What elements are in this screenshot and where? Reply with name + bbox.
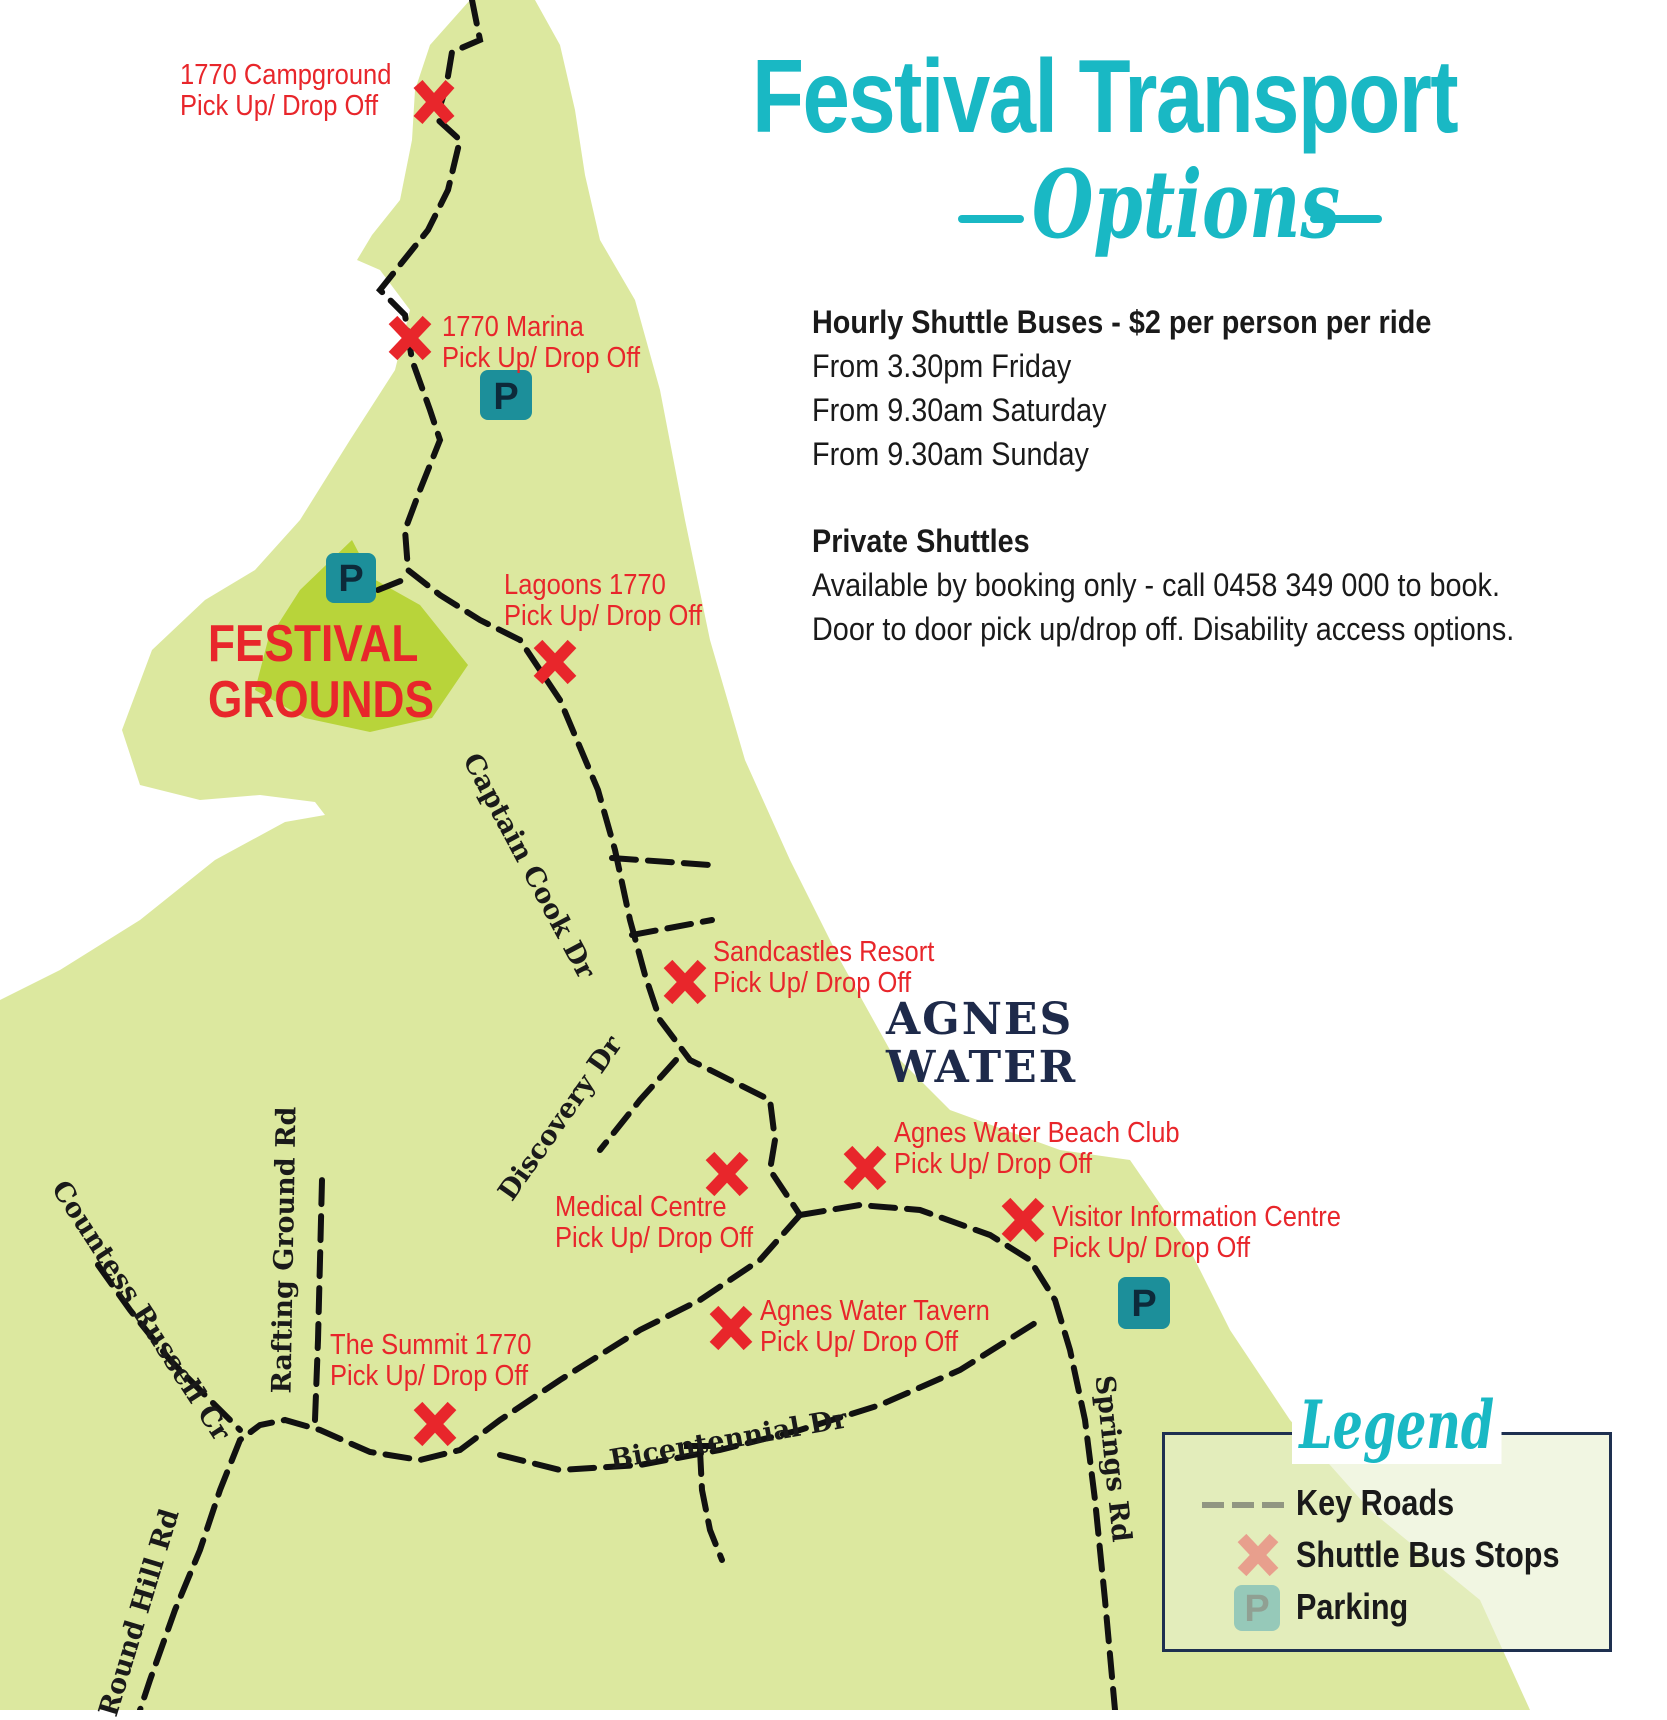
stop-name: Lagoons 1770 [504,569,666,601]
stop-marker-campground [413,80,455,124]
stop-detail: Pick Up/ Drop Off [180,90,379,122]
stop-label-summit: The Summit 1770 Pick Up/ Drop Off [330,1330,531,1392]
subtitle-dash-right [1310,215,1382,223]
town-label: AGNES WATER [886,996,1077,1092]
festival-grounds-line: FESTIVAL [208,615,419,673]
stop-name: The Summit 1770 [330,1329,532,1361]
road-bicentennial-east [497,1317,1043,1474]
parking-marker-festival [326,553,376,603]
festival-grounds-line: GROUNDS [208,671,434,729]
festival-grounds-label: FESTIVAL GROUNDS [208,616,434,728]
road-rafting-ground [312,1177,325,1423]
stop-label-beach-club: Agnes Water Beach Club Pick Up/ Drop Off [894,1118,1180,1180]
road-bicentennial-south [137,1212,803,1710]
road-discovery [597,1057,679,1153]
stop-label-visitor: Visitor Information Centre Pick Up/ Drop… [1052,1202,1341,1264]
private-heading: Private Shuttles [812,523,1030,559]
hourly-heading: Hourly Shuttle Buses - $2 per person per… [812,304,1432,340]
hourly-time: From 9.30am Sunday [812,436,1089,472]
stop-name: Agnes Water Tavern [760,1295,990,1327]
map-title: Festival Transport [752,39,1459,155]
stop-name: Agnes Water Beach Club [894,1117,1180,1149]
parking-marker-marina [480,370,532,420]
stop-marker-sandcastles [663,959,707,1005]
stop-detail: Pick Up/ Drop Off [894,1148,1093,1180]
parking-letter: P [338,558,363,600]
stop-label-marina: 1770 Marina Pick Up/ Drop Off [442,312,640,374]
stop-name: 1770 Campground [180,59,392,91]
legend-shuttle-stops: Shuttle Bus Stops [1296,1534,1560,1575]
stop-name: 1770 Marina [442,311,584,343]
town-label-line: AGNES [886,994,1074,1045]
legend-parking: Parking [1296,1586,1409,1627]
stop-marker-tavern [709,1305,753,1351]
stop-marker-medical [705,1151,749,1197]
subtitle-dash-left [958,215,1024,223]
stop-detail: Pick Up/ Drop Off [442,342,641,374]
stop-name: Medical Centre [555,1191,727,1223]
stop-marker-lagoons [533,639,577,685]
stop-marker-summit [413,1401,457,1447]
stop-name: Sandcastles Resort [713,936,935,968]
festival-grounds-area [255,540,468,732]
parking-letter: P [1131,1283,1156,1325]
stop-detail: Pick Up/ Drop Off [1052,1232,1251,1264]
parking-marker-visitor [1118,1277,1170,1329]
road-festival-spur [375,575,411,593]
stop-detail: Pick Up/ Drop Off [713,967,912,999]
stop-label-sandcastles: Sandcastles Resort Pick Up/ Drop Off [713,937,934,999]
stop-name: Visitor Information Centre [1052,1201,1341,1233]
stop-detail: Pick Up/ Drop Off [330,1360,529,1392]
town-label-line: WATER [886,1042,1078,1093]
map-subtitle: Options [1032,150,1341,260]
private-line: Door to door pick up/drop off. Disabilit… [812,611,1515,647]
parking-marshes [326,370,1280,1631]
stop-detail: Pick Up/ Drop Off [760,1326,959,1358]
stop-label-medical: Medical Centre Pick Up/ Drop Off [555,1192,753,1254]
stop-label-campground: 1770 Campground Pick Up/ Drop Off [180,60,391,122]
stop-label-tavern: Agnes Water Tavern Pick Up/ Drop Off [760,1296,990,1358]
road-captain-cook-north [375,0,803,1218]
legend-box [1162,1432,1612,1652]
road-bicentennial-spur [697,1447,725,1563]
hourly-shuttle-info: Hourly Shuttle Buses - $2 per person per… [812,300,1577,476]
hourly-time: From 9.30am Saturday [812,392,1107,428]
legend-title: Legend [1292,1386,1502,1464]
road-countess-russell [95,1262,243,1433]
road-side-1 [609,855,713,868]
road-bicentennial [797,1201,1118,1710]
stop-marker-marina [388,315,432,361]
stop-marker-visitor [1001,1197,1045,1243]
stop-label-lagoons: Lagoons 1770 Pick Up/ Drop Off [504,570,702,632]
stop-marker-beach-club [843,1145,887,1191]
private-shuttle-info: Private Shuttles Available by booking on… [812,519,1577,651]
parking-letter: P [493,376,518,418]
private-line: Available by booking only - call 0458 34… [812,567,1500,603]
road-label-rafting-ground: Rafting Ground Rd [266,1106,303,1394]
hourly-time: From 3.30pm Friday [812,348,1072,384]
road-side-2 [629,917,715,938]
stop-detail: Pick Up/ Drop Off [555,1222,754,1254]
legend-key-roads: Key Roads [1296,1482,1455,1523]
stop-detail: Pick Up/ Drop Off [504,600,703,632]
